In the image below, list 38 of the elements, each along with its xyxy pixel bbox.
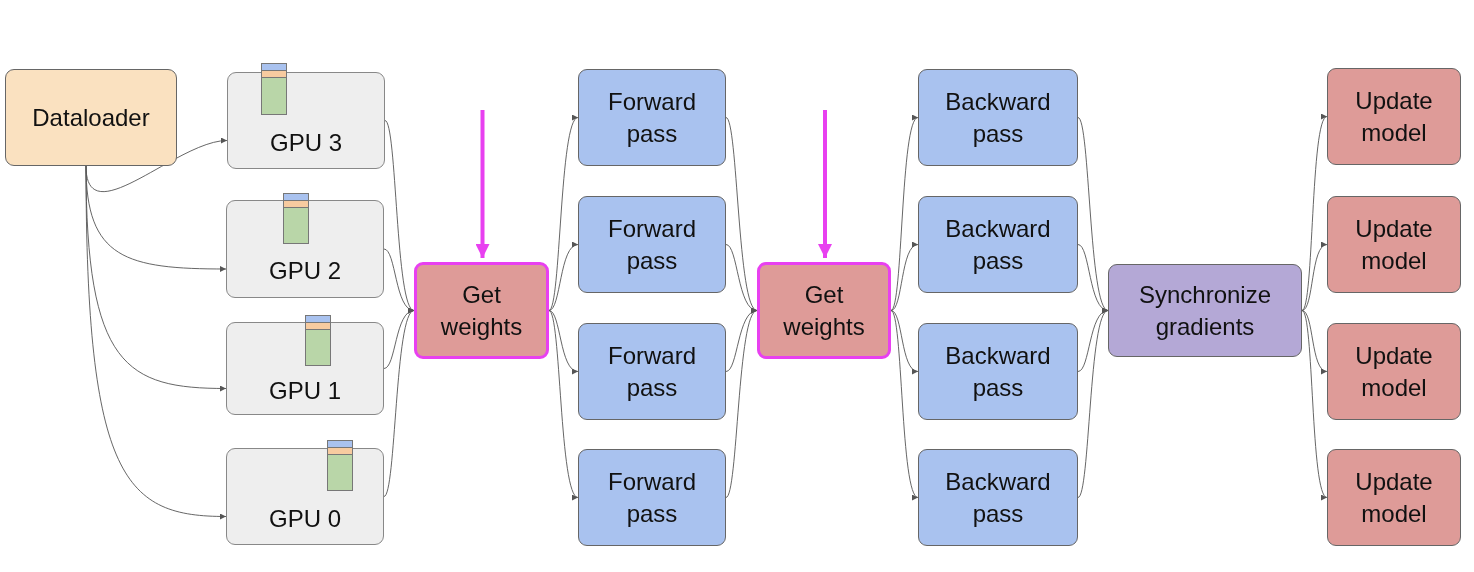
node-label: Backward pass (944, 86, 1052, 149)
process-box (1327, 449, 1461, 546)
process-box (918, 196, 1078, 293)
node-label: Update model (1354, 340, 1434, 403)
node-label: Forward pass (607, 340, 697, 403)
node-label: Backward pass (944, 213, 1052, 276)
node-label: Update model (1354, 466, 1434, 529)
process-box (1327, 323, 1461, 420)
process-box (578, 69, 726, 166)
node-label: GPU 1 (269, 375, 341, 406)
process-box (1108, 264, 1302, 357)
process-box (1327, 68, 1461, 165)
process-box (918, 323, 1078, 420)
node-label: Get weights (439, 279, 524, 342)
node-label: Backward pass (944, 466, 1052, 529)
node-label: Dataloader (32, 102, 150, 133)
arrow (475, 110, 490, 258)
node-label: Synchronize gradients (1137, 279, 1273, 342)
process-box (918, 69, 1078, 166)
process-box (1327, 196, 1461, 293)
node-label: GPU 3 (270, 127, 342, 158)
node-label: Backward pass (944, 340, 1052, 403)
process-box (757, 262, 891, 359)
process-box (918, 449, 1078, 546)
node-label: Get weights (782, 279, 866, 342)
arrow (818, 110, 832, 258)
node-label: Update model (1354, 213, 1434, 276)
node-label: Forward pass (607, 86, 697, 149)
node-label: GPU 0 (269, 503, 341, 534)
node-label: GPU 2 (269, 256, 341, 286)
node-label: Forward pass (607, 466, 697, 529)
node-label: Update model (1354, 85, 1434, 148)
data-loader-box (5, 69, 177, 166)
node-label: Forward pass (607, 213, 697, 276)
process-box (414, 262, 549, 359)
process-box (578, 196, 726, 293)
process-box (578, 323, 726, 420)
process-box (578, 449, 726, 546)
